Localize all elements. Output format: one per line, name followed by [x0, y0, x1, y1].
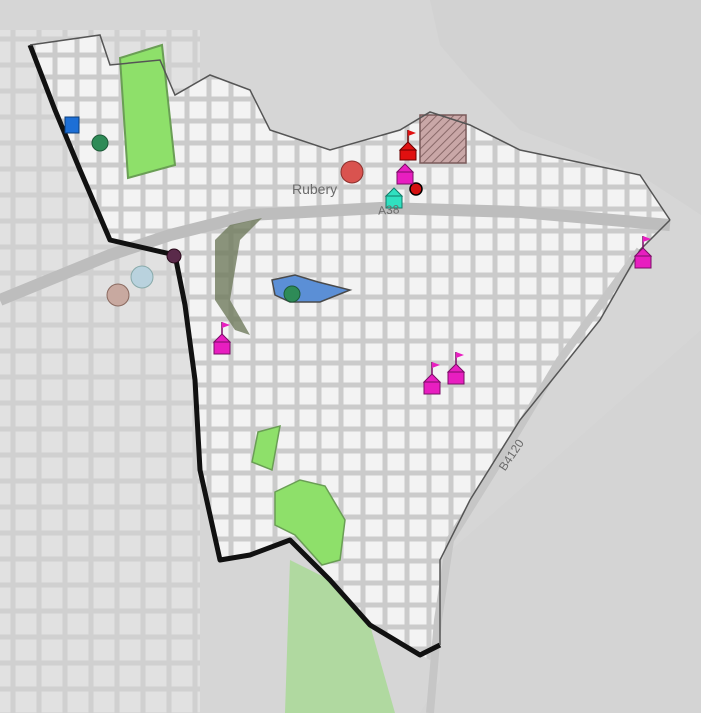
blue-square-marker-icon[interactable] [64, 116, 80, 134]
school-flag-icon[interactable] [212, 322, 232, 355]
school-flag-icon[interactable] [422, 362, 442, 395]
school-flag-icon[interactable] [446, 352, 466, 385]
ward-area [30, 35, 670, 660]
ward-edge-north [29, 34, 671, 221]
wooded-strip [215, 218, 262, 335]
ward-edge-east [439, 219, 671, 645]
red-circle-marker-icon[interactable] [409, 182, 423, 196]
light-blue-circle-marker-icon[interactable] [130, 265, 154, 289]
community-building-icon[interactable] [398, 130, 418, 161]
green-space-outside-south [285, 560, 395, 713]
green-space-south[interactable] [274, 479, 346, 566]
green-circle-marker-icon[interactable] [283, 285, 301, 303]
road-a38 [0, 201, 671, 306]
school-flag-icon[interactable] [633, 236, 653, 269]
red-circle-marker-icon[interactable] [340, 160, 364, 184]
road-label-a38: A38 [377, 202, 400, 218]
school-flag-icon[interactable] [395, 163, 415, 185]
purple-circle-marker-icon[interactable] [166, 248, 182, 264]
road-b4120 [426, 247, 644, 713]
green-space-small[interactable] [251, 424, 281, 472]
green-circle-marker-icon[interactable] [91, 134, 109, 152]
outside-area-se [420, 330, 701, 713]
ward-boundary [27, 44, 442, 658]
outside-area-ne [430, 0, 701, 215]
health-centre-icon[interactable] [384, 187, 404, 209]
green-space-north[interactable] [118, 43, 177, 180]
brown-circle-marker-icon[interactable] [106, 283, 130, 307]
place-label: Rubery [292, 181, 338, 197]
hatched-area[interactable] [419, 114, 467, 164]
